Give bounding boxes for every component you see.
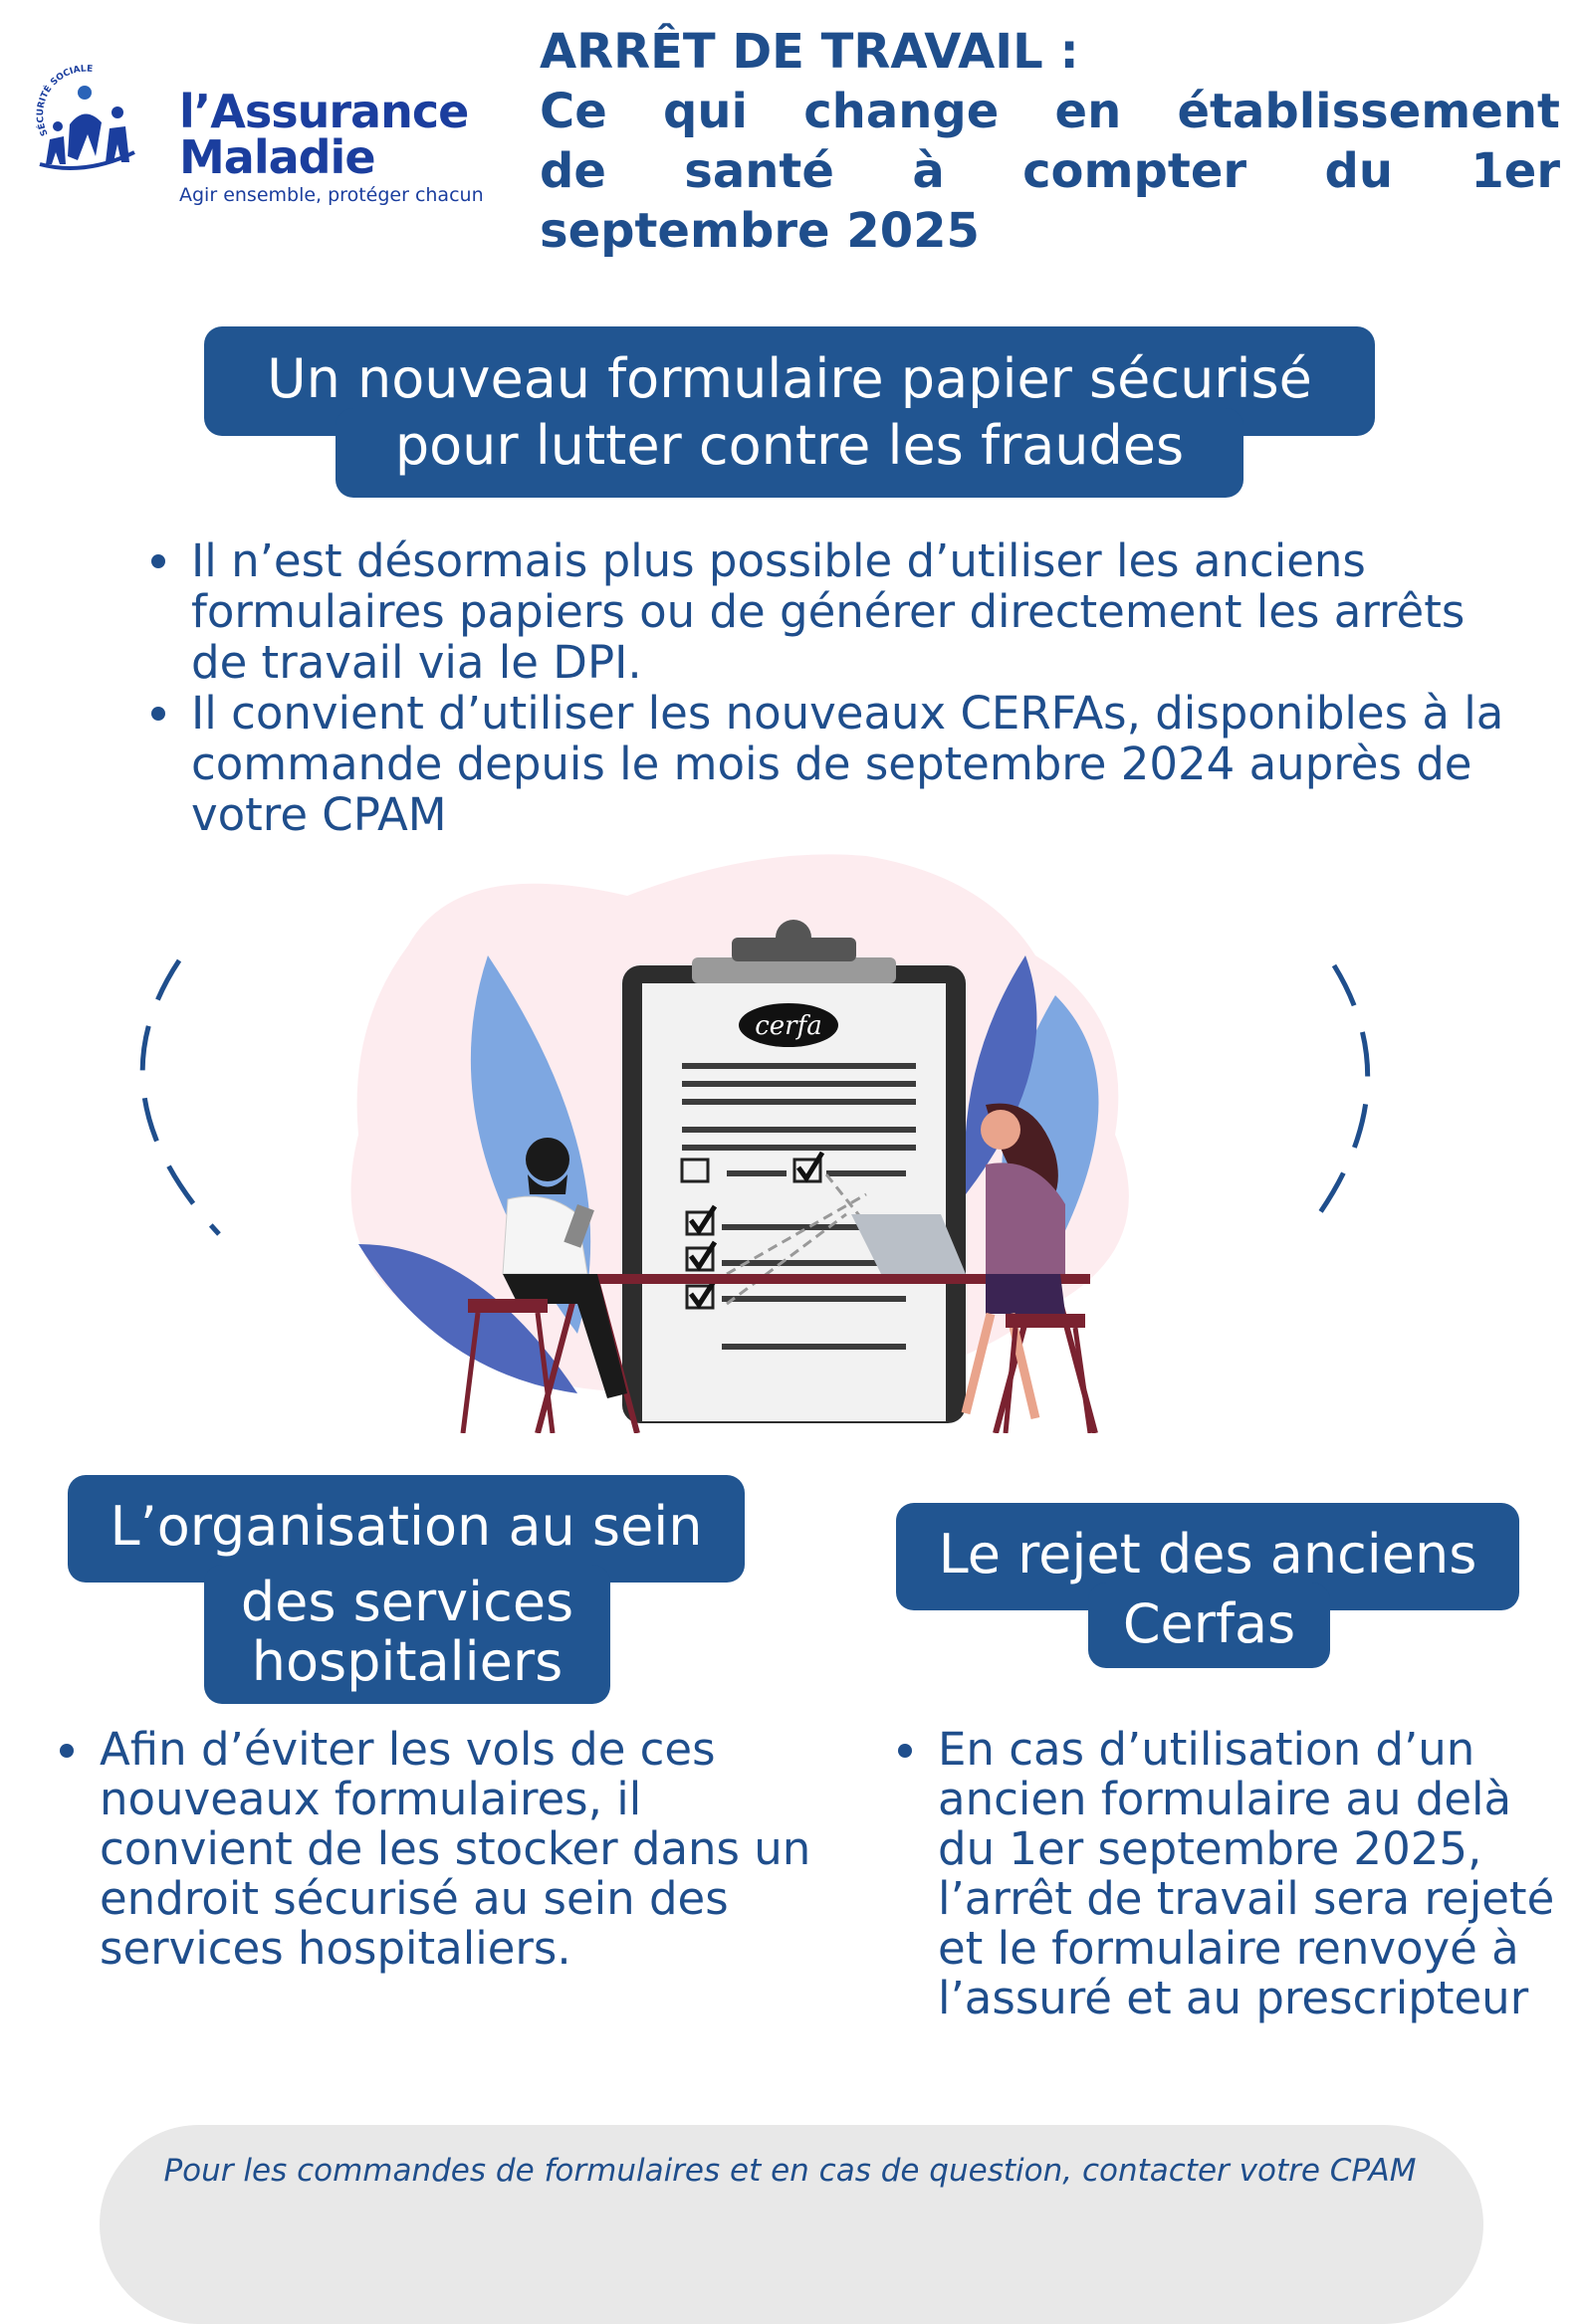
logo-brand-line1: l’Assurance <box>179 85 469 138</box>
footer-text: Pour les commandes de formulaires et en … <box>163 2153 1417 2189</box>
section-right-heading: Le rejet des anciens <box>896 1503 1519 1610</box>
logo-tagline: Agir ensemble, protéger chacun <box>179 184 484 206</box>
section-main-heading-2: pour lutter contre les fraudes <box>336 408 1243 498</box>
list-item: Il n’est désormais plus possible d’utili… <box>151 535 1525 688</box>
section-left-heading: L’organisation au sein <box>68 1475 745 1583</box>
heading-line: Cerfas <box>1122 1592 1296 1655</box>
heading-line: hospitaliers <box>251 1630 564 1693</box>
main-bullet-list: Il n’est désormais plus possible d’utili… <box>151 535 1525 840</box>
bullet-text: Il n’est désormais plus possible d’utili… <box>191 534 1466 689</box>
title-line: Ce qui change en établissement <box>540 84 1560 139</box>
bullet-dot-icon <box>898 1744 912 1758</box>
title-line: ARRÊT DE TRAVAIL : <box>540 24 1079 80</box>
page-title: ARRÊT DE TRAVAIL : Ce qui change en étab… <box>540 22 1560 261</box>
bullet-text: Il convient d’utiliser les nouveaux CERF… <box>191 687 1504 841</box>
section-right-heading-2: Cerfas <box>1088 1583 1330 1668</box>
bullet-dot-icon <box>151 707 165 721</box>
assurance-maladie-logo: SÉCURITÉ SOCIALE l’Assurance Maladie Agi… <box>30 65 498 214</box>
title-line: septembre 2025 <box>540 203 980 259</box>
heading-line: des services <box>240 1571 574 1633</box>
clipboard-illustration: cerfa <box>139 854 1371 1433</box>
heading-line: Un nouveau formulaire papier sécurisé <box>267 347 1312 410</box>
list-item: Il convient d’utiliser les nouveaux CERF… <box>151 688 1525 840</box>
bullet-text: Afin d’éviter les vols de ces nouveaux f… <box>100 1723 811 1975</box>
list-item: En cas d’utilisation d’un ancien formula… <box>898 1725 1575 2023</box>
right-bullet-list: En cas d’utilisation d’un ancien formula… <box>898 1725 1575 2023</box>
section-left-heading-2: des services hospitaliers <box>204 1565 610 1704</box>
heading-line: L’organisation au sein <box>110 1495 703 1558</box>
bullet-dot-icon <box>60 1744 74 1758</box>
bullet-text: En cas d’utilisation d’un ancien formula… <box>938 1723 1555 2024</box>
title-line: de santé à compter du 1er <box>540 143 1560 199</box>
heading-line: Le rejet des anciens <box>938 1523 1477 1585</box>
heading-line: pour lutter contre les fraudes <box>394 414 1185 477</box>
bullet-dot-icon <box>151 554 165 568</box>
cerfa-label: cerfa <box>755 1011 822 1041</box>
logo-brand-line2: Maladie <box>179 130 376 184</box>
logo-figures-icon: SÉCURITÉ SOCIALE <box>35 65 135 170</box>
list-item: Afin d’éviter les vols de ces nouveaux f… <box>60 1725 816 1974</box>
left-bullet-list: Afin d’éviter les vols de ces nouveaux f… <box>60 1725 816 1974</box>
